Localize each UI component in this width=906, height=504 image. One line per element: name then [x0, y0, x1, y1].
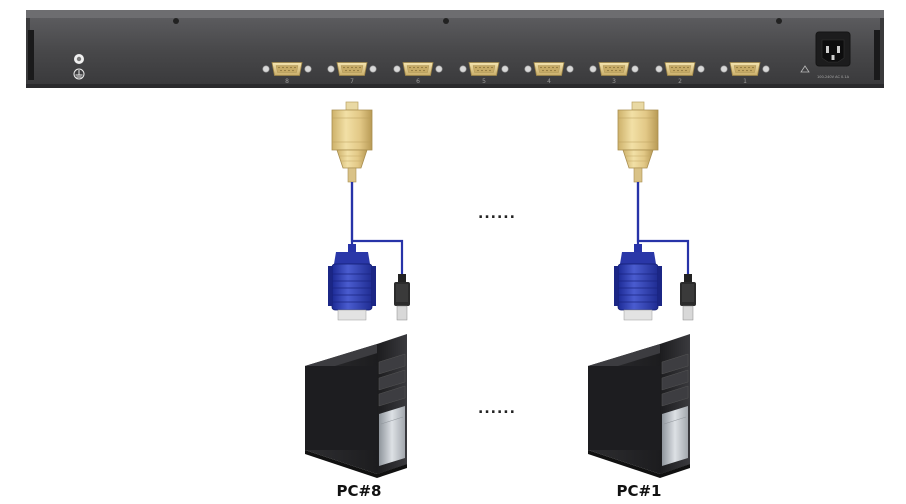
port-label: 4	[547, 78, 551, 85]
warning-icon	[800, 65, 810, 73]
cable-ellipsis: ......	[478, 206, 516, 222]
kvm-cable-pc8	[326, 100, 412, 322]
port-label: 3	[612, 78, 616, 85]
port-label: 1	[743, 78, 747, 85]
ground-icon	[73, 68, 85, 80]
port-label: 8	[285, 78, 289, 85]
port-label: 2	[678, 78, 682, 85]
pc-label-8: PC#8	[336, 482, 381, 500]
port-label: 7	[350, 78, 354, 85]
kvm-rear-panel	[26, 10, 884, 88]
pc-label-1: PC#1	[616, 482, 661, 500]
kvm-cable-pc1	[612, 100, 698, 322]
pc-tower-8	[304, 333, 408, 479]
pc-ellipsis: ......	[478, 401, 516, 417]
power-inlet-icon	[815, 31, 851, 67]
port-label: 5	[482, 78, 486, 85]
port-label: 6	[416, 78, 420, 85]
power-rating-label: 100-240V AC 0.1A	[817, 75, 850, 79]
power-switch-icon	[74, 54, 84, 64]
pc-tower-1	[587, 333, 691, 479]
